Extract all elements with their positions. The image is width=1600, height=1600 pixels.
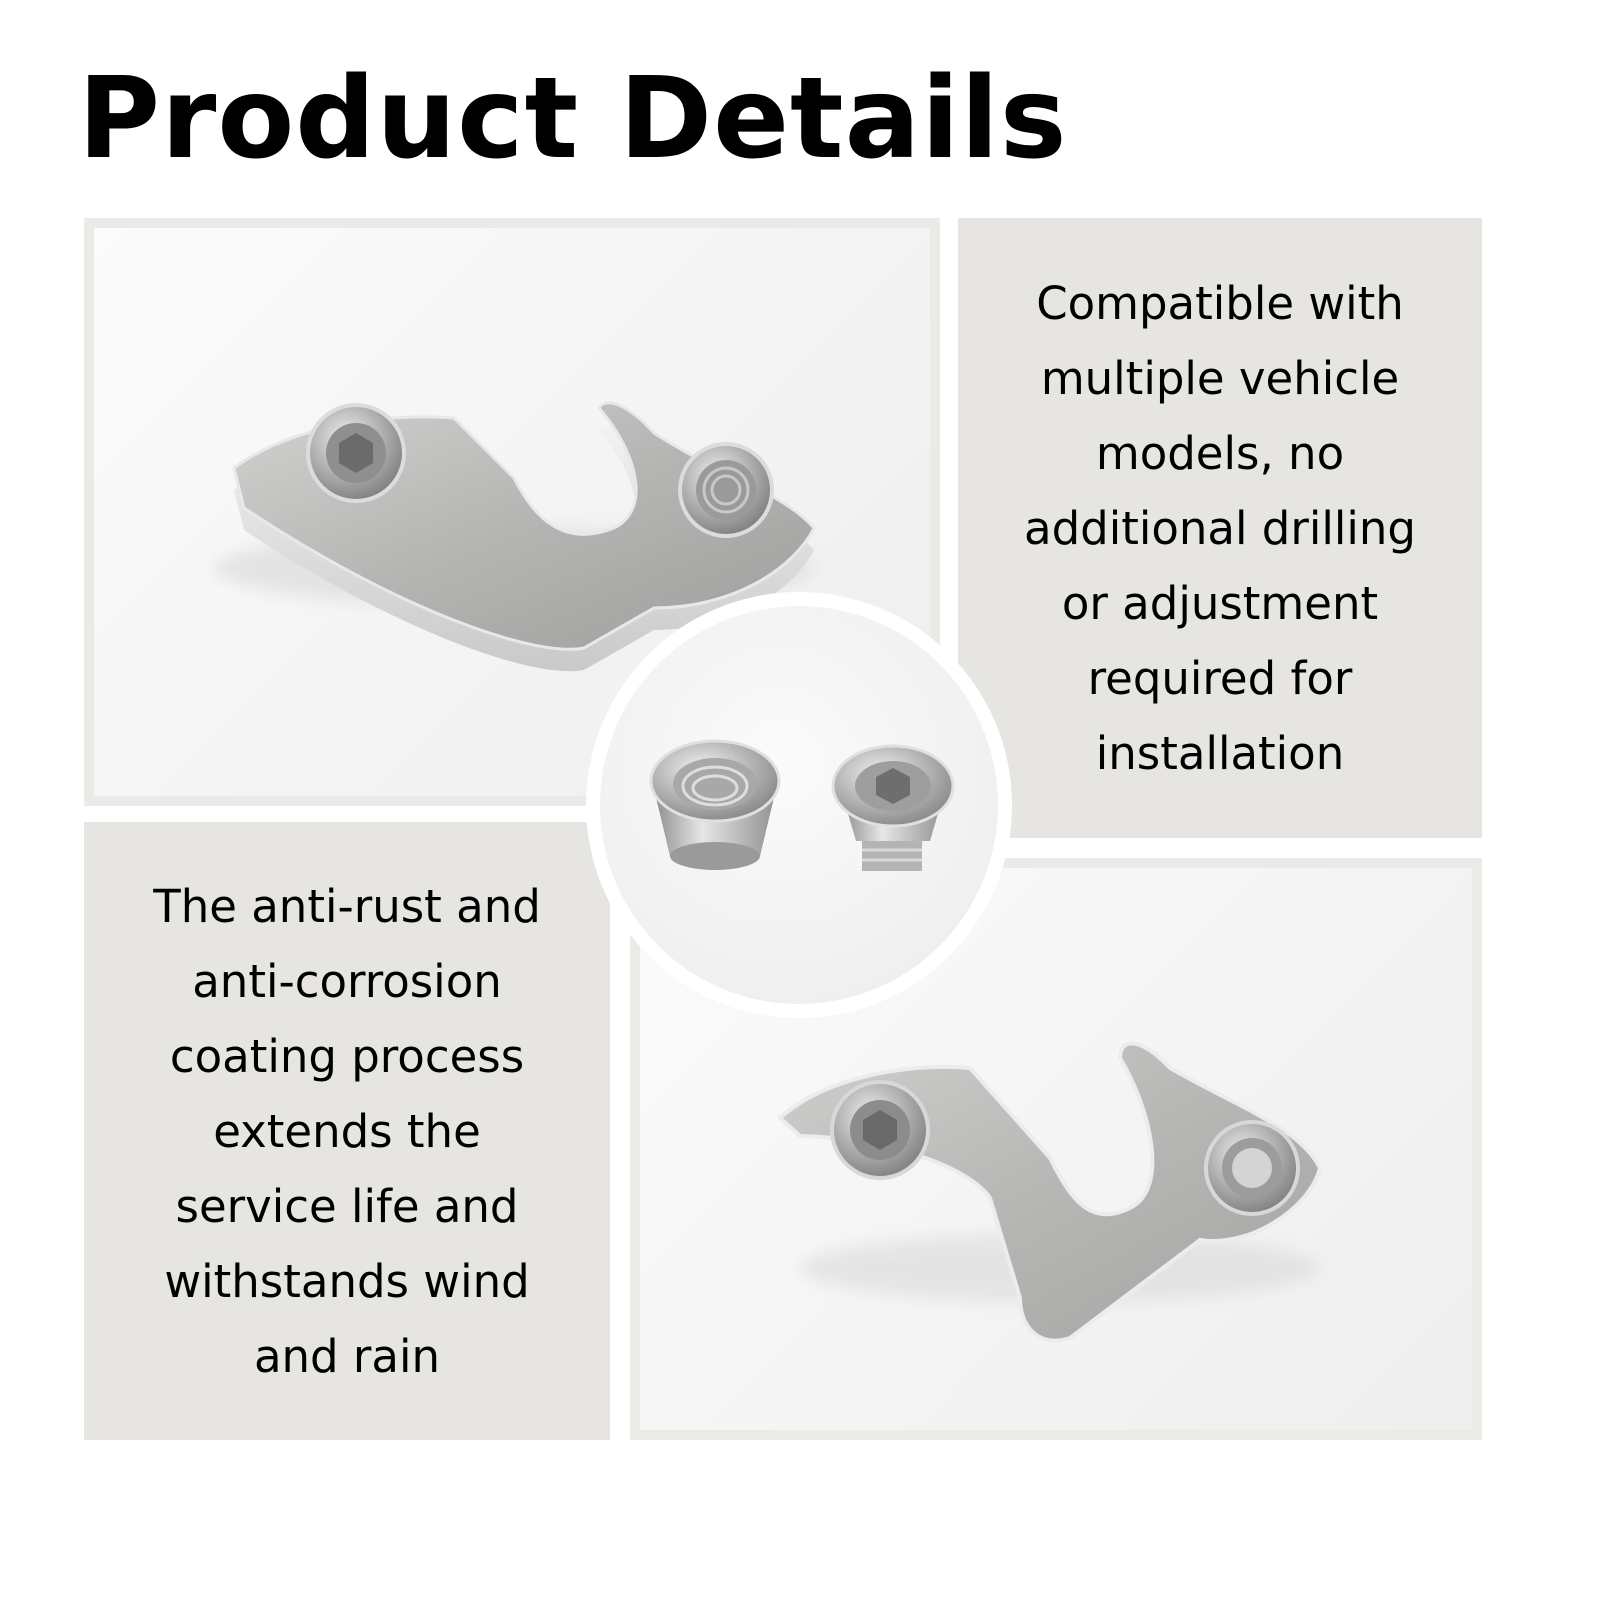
- feature-line: and rain: [253, 1329, 441, 1383]
- derailleur-hanger-image-top: [214, 401, 816, 672]
- feature-line: anti-corrosion: [192, 954, 502, 1008]
- feature-line: models, no: [1095, 426, 1345, 480]
- feature-line: withstands wind: [164, 1254, 530, 1308]
- feature-line: required for: [1087, 651, 1353, 705]
- feature-line: coating process: [169, 1029, 525, 1083]
- page-title: Product Details: [78, 54, 1068, 184]
- feature-line: additional drilling: [1024, 501, 1416, 555]
- hardware-circle-photo: [600, 606, 998, 1004]
- bolt-and-nut-image: [649, 739, 955, 871]
- feature-panel-coating: The anti-rust and anti-corrosion coating…: [84, 822, 610, 1440]
- feature-line: service life and: [175, 1179, 519, 1233]
- derailleur-hanger-image-bottom: [777, 1041, 1323, 1343]
- hardware-circle-frame: [586, 592, 1012, 1018]
- feature-text-compatibility: Compatible with multiple vehicle models,…: [1024, 266, 1416, 791]
- product-photo-top: [84, 218, 940, 806]
- feature-line: or adjustment: [1061, 576, 1379, 630]
- feature-line: Compatible with: [1036, 276, 1404, 330]
- feature-line: multiple vehicle: [1040, 351, 1400, 405]
- feature-line: installation: [1095, 726, 1345, 780]
- product-photo-bottom: [630, 858, 1482, 1440]
- feature-panel-compatibility: Compatible with multiple vehicle models,…: [958, 218, 1482, 838]
- feature-line: extends the: [213, 1104, 481, 1158]
- feature-line: The anti-rust and: [153, 879, 541, 933]
- feature-text-coating: The anti-rust and anti-corrosion coating…: [153, 869, 541, 1394]
